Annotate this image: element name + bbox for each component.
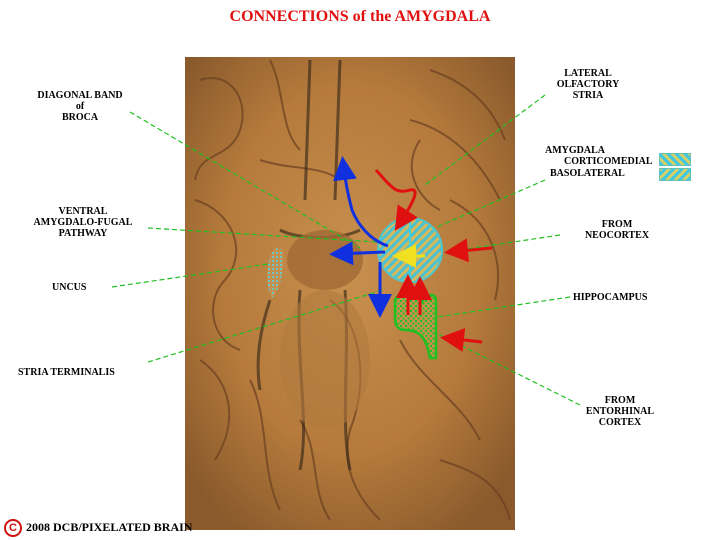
label-stria-terminalis: STRIA TERMINALIS [18,367,115,378]
uncus-region [267,248,284,298]
corticomedial-swatch [659,153,691,166]
copyright-footer: C 2008 DCB/PIXELATED BRAIN [4,519,192,537]
diagram-title: CONNECTIONS of the AMYGDALA [229,8,491,25]
amygdala-region [377,217,443,283]
label-amygdala: AMYGDALA [545,145,605,156]
label-corticomedial: CORTICOMEDIAL [564,156,653,167]
copyright-icon: C [4,519,22,537]
basolateral-swatch [659,168,691,181]
label-hippocampus: HIPPOCAMPUS [573,292,648,303]
afferent-arrows [374,168,493,352]
efferent-arrows [329,156,392,318]
label-basolateral: BASOLATERAL [550,168,625,179]
copyright-text: 2008 DCB/PIXELATED BRAIN [26,519,193,534]
brain-photo [185,57,515,530]
label-uncus: UNCUS [52,282,87,293]
